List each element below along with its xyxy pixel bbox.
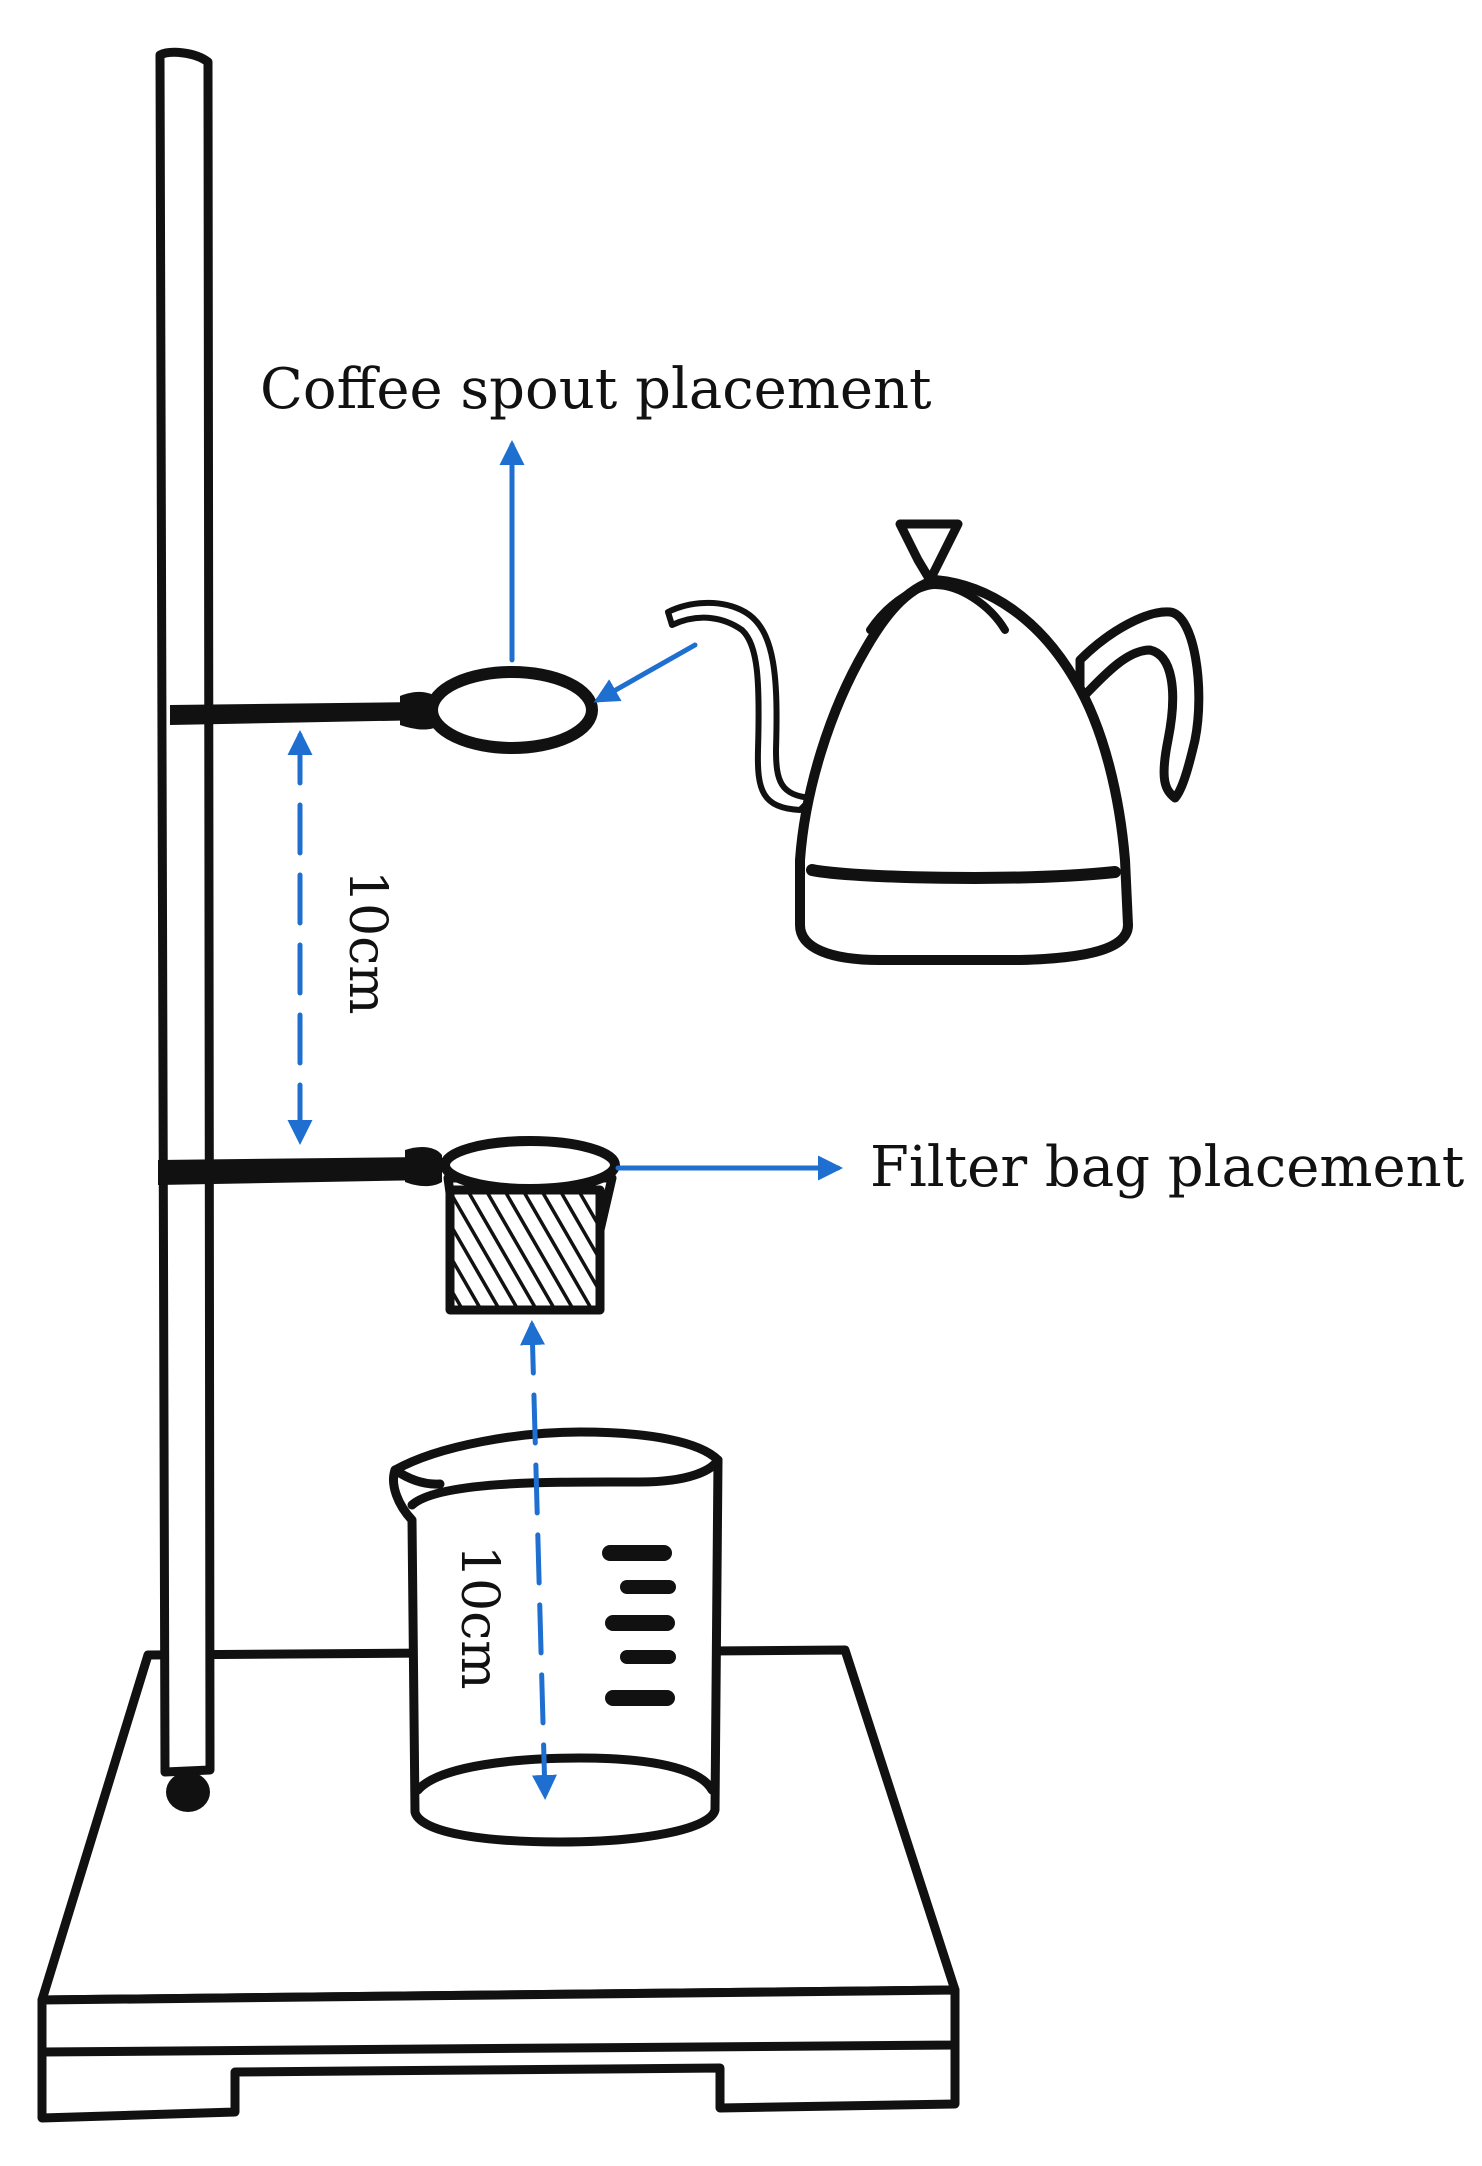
measuring-beaker-icon [389, 1427, 723, 1847]
gooseneck-kettle-icon [665, 519, 1204, 965]
filter-bag-icon [440, 1136, 620, 1315]
filter-bag-label: Filter bag placement [870, 1135, 1465, 1200]
beaker-gradations-icon [602, 1545, 676, 1706]
annotation-arrows [287, 440, 843, 1800]
lower-clamp-arm-icon [158, 1147, 442, 1187]
stand-rod-icon [155, 47, 215, 1812]
upper-distance-label: 10cm [337, 870, 397, 1015]
lower-distance-arrow [520, 1320, 557, 1800]
spout-ring-icon [426, 666, 598, 754]
coffee-spout-label: Coffee spout placement [260, 357, 932, 422]
lower-distance-label: 10cm [449, 1545, 509, 1690]
upper-clamp-arm-icon [170, 666, 598, 754]
spout-to-ring-arrow [593, 642, 698, 703]
